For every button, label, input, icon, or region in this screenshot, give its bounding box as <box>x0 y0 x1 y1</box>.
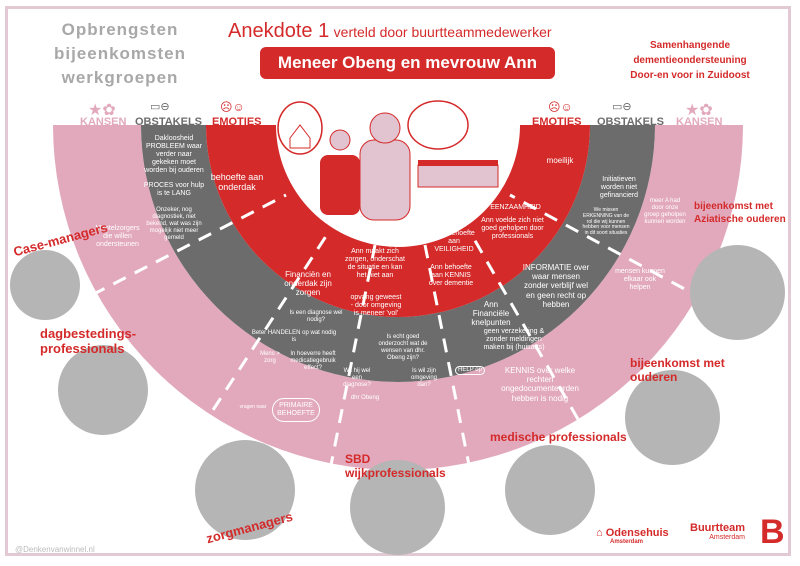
group-label: bijeenkomst met ouderen <box>630 356 725 384</box>
right-obstakel: HELP op <box>455 366 485 375</box>
star-flower-icon: ★✿ <box>685 102 713 119</box>
right-obstakel: Initiatieven worden niet gefinancierd <box>599 176 639 200</box>
barrier-icon: ▭⊖ <box>150 101 170 113</box>
right-title-line: Samenhangende <box>649 40 731 51</box>
faces-icon: ☹☺ <box>220 100 245 114</box>
group-circle-aziatische-ouderen <box>690 245 785 340</box>
center-emotie: opvang geweest - door omgeving is meneer… <box>350 294 402 318</box>
center-emotie: Ann behoefte aan VEILIGHEID <box>433 230 475 254</box>
legend-obstakels-left: OBSTAKELS <box>135 116 203 128</box>
center-obstakel: Is wil zijn omgeving dan? <box>410 368 437 388</box>
right-emotie: EENZAAMHEID <box>490 204 541 211</box>
segment-dividers <box>91 193 706 471</box>
right-obstakel: We missen ERKENNING van de rol die wij k… <box>582 207 630 236</box>
left-obstakel: Onzeker, nog diagnostiek, niet bekend, w… <box>146 207 202 241</box>
group-label: dagbestedings-professionals <box>40 326 137 356</box>
legend-emoties-right: EMOTIES <box>532 116 582 128</box>
right-emotie: Ann voelde zich niet goed geholpen door … <box>481 217 544 241</box>
anecdote-heading: Anekdote 1 verteld door buurtteammedewer… <box>228 20 552 43</box>
left-emotie: Financiën en onderdak zijn zorgen <box>284 270 332 298</box>
group-label: bijeenkomst met Aziatische ouderen <box>694 201 786 225</box>
right-title-line: dementieondersteuning <box>633 55 747 66</box>
legend-kansen-left: KANSEN <box>80 116 127 128</box>
barrier-icon: ▭⊖ <box>612 101 632 113</box>
kansen-ring <box>53 125 743 470</box>
legend-kansen-right: KANSEN <box>676 116 723 128</box>
buurtteam-mark: B <box>760 513 785 551</box>
title-banner: Meneer Obeng en mevrouw Ann <box>260 47 555 79</box>
left-kansen-text: Mantelzorgers die willen ondersteunen <box>95 225 140 249</box>
center-obstakel: In hoeverre heeft medicatiegebruik effec… <box>290 351 336 371</box>
odensehuis-name: Odensehuis <box>605 527 669 539</box>
left-title: Opbrengsten bijeenkomsten werkgroepen <box>50 18 190 90</box>
center-obstakel: Beter HANDELEN op wat nodig is <box>251 330 337 343</box>
group-circle-casemanagers <box>10 250 80 320</box>
faces-icon: ☹☺ <box>548 100 573 114</box>
anecdote-number: Anekdote 1 <box>228 20 330 42</box>
right-kansen: KENNIS over welke rechten ongedocumentee… <box>501 366 579 403</box>
center-emotie: Ann maakt zich zorgen, onderschat de sit… <box>345 248 405 280</box>
right-obstakel: INFORMATIE over waar mensen zonder verbl… <box>522 263 590 309</box>
center-kansen-bubble: PRIMAIRE BEHOEFTE <box>272 398 320 423</box>
buurtteam-sub: Amsterdam <box>709 534 746 541</box>
center-obstakel: Mens > zorg <box>260 351 280 364</box>
group-label: SBD wijkprofessionals <box>345 452 446 480</box>
center-obstakel: Is echt goed onderzocht wat de wensen va… <box>378 334 428 361</box>
group-circle-ouderen <box>625 370 720 465</box>
credit: @Denkenvanwinnel.nl <box>15 545 95 554</box>
right-title: Samenhangende dementieondersteuning Door… <box>610 38 770 83</box>
right-emotie: moeilijk <box>546 156 574 165</box>
center-emotie: Ann behoefte aan KENNIS over dementie <box>428 264 474 288</box>
left-title-line: bijeenkomsten <box>53 44 187 63</box>
central-illustration <box>277 100 499 221</box>
right-kansen: mensen kunnen elkaar ook helpen <box>615 268 665 292</box>
right-obstakel: Ann Financiële knelpunten <box>471 300 511 328</box>
legend-obstakels-right: OBSTAKELS <box>597 116 665 128</box>
odensehuis-sub: Amsterdam <box>610 539 644 545</box>
group-circle-medisch <box>505 445 595 535</box>
group-circle-sbd <box>350 460 445 555</box>
group-circle-zorgmanagers <box>195 440 295 540</box>
group-circle-dagbesteding <box>58 345 148 435</box>
emoties-ring <box>206 125 590 317</box>
buurtteam-logo: Buurtteam Amsterdam <box>690 522 745 541</box>
obstakels-ring <box>141 125 655 382</box>
left-obstakel: Dakloosheid PROBLEEM waar verder naar ge… <box>144 135 204 175</box>
buurtteam-name: Buurtteam <box>690 522 746 534</box>
odensehuis-logo: ⌂ Odensehuis Amsterdam <box>596 527 669 545</box>
star-flower-icon: ★✿ <box>88 102 116 119</box>
left-title-line: Opbrengsten <box>61 20 179 39</box>
right-obstakel: geen verzekering & zonder meldingen make… <box>483 328 545 352</box>
right-kansen: meer A had door onze groep geholpen kunn… <box>644 198 686 225</box>
center-obstakel: Wil hij wel een diagnose? <box>343 368 371 388</box>
left-title-line: werkgroepen <box>61 68 179 87</box>
center-kansen-note: vragen naar <box>239 404 267 410</box>
group-label: medische professionals <box>490 430 627 444</box>
legend-emoties-left: EMOTIES <box>212 116 262 128</box>
left-obstakel: PROCES voor hulp is te LANG <box>143 182 205 198</box>
left-emotie: behoefte aan onderdak <box>210 172 264 193</box>
center-obstakel: Is een diagnose wel nodig? <box>289 310 343 323</box>
house-icon: ⌂ <box>596 527 603 539</box>
center-obstakel: dhr Obeng <box>350 395 380 401</box>
anecdote-subtitle: verteld door buurtteammedewerker <box>333 24 552 40</box>
right-title-line: Door-en voor in Zuidoost <box>630 70 750 81</box>
